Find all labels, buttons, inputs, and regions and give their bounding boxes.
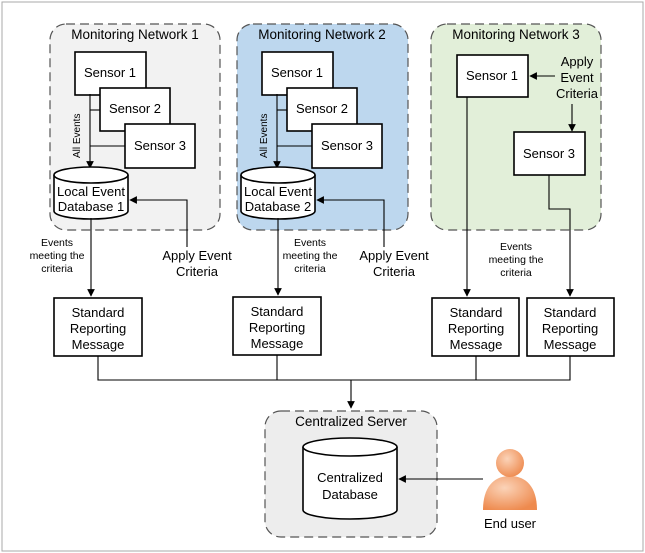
- n2-all-events-label: All Events: [259, 114, 270, 158]
- message-2-line-3: Message: [251, 336, 304, 351]
- apply-criteria-2-line-2: Criteria: [373, 264, 416, 279]
- events-meeting-1-line-2: meeting the: [30, 250, 85, 262]
- n1-sensor-2-label: Sensor 2: [109, 101, 161, 116]
- apply-criteria-2-line-1: Apply Event: [359, 248, 429, 263]
- message-4-line-3: Message: [544, 337, 597, 352]
- message-2-line-1: Standard: [251, 304, 304, 319]
- db-2-line-2: Database 2: [245, 199, 312, 214]
- n2-sensor-3-label: Sensor 3: [321, 138, 373, 153]
- message-1-line-1: Standard: [72, 305, 125, 320]
- message-3-line-3: Message: [450, 337, 503, 352]
- db-1-line-2: Database 1: [58, 199, 125, 214]
- message-2-line-2: Reporting: [249, 320, 305, 335]
- message-1-line-2: Reporting: [70, 321, 126, 336]
- reporting-message-2: [232, 296, 322, 356]
- n2-sensor-2-label: Sensor 2: [296, 101, 348, 116]
- n3-sensor-3: [513, 131, 586, 176]
- monitoring-network-1: Monitoring Network 1 Sensor 1 Sensor 2 S…: [49, 23, 221, 231]
- events-meeting-3-line-2: meeting the: [489, 254, 544, 266]
- db-2-line-1: Local Event: [244, 184, 312, 199]
- centralized-server: Centralized Server Centralized Database: [264, 410, 438, 538]
- events-meeting-3-line-1: Events: [500, 241, 532, 253]
- apply-criteria-1-line-1: Apply Event: [162, 248, 232, 263]
- n1-all-events-label: All Events: [72, 114, 83, 158]
- message-4-line-2: Reporting: [542, 321, 598, 336]
- reporting-message-1: [53, 297, 143, 357]
- end-user-label: End user: [484, 516, 537, 531]
- server-db-line-2: Database: [322, 487, 378, 502]
- network-2-title: Monitoring Network 2: [258, 27, 386, 42]
- n1-sensor-3-label: Sensor 3: [134, 138, 186, 153]
- message-3-line-1: Standard: [450, 305, 503, 320]
- aggregation-bus: [97, 356, 571, 381]
- db-1-line-1: Local Event: [57, 184, 125, 199]
- events-meeting-2-line-2: meeting the: [283, 250, 338, 262]
- events-meeting-2-line-3: criteria: [294, 263, 326, 275]
- monitoring-network-2: Monitoring Network 2 Sensor 1 Sensor 2 S…: [236, 23, 409, 231]
- network-1-title: Monitoring Network 1: [71, 27, 199, 42]
- n3-sensor-1-label: Sensor 1: [466, 68, 518, 83]
- events-meeting-2-line-1: Events: [294, 237, 326, 249]
- n1-sensor-1-label: Sensor 1: [84, 65, 136, 80]
- apply-criteria-1-line-2: Criteria: [176, 264, 219, 279]
- user-icon: [483, 449, 537, 510]
- n3-sensor-3-label: Sensor 3: [523, 146, 575, 161]
- network-3-title: Monitoring Network 3: [452, 27, 580, 42]
- message-1-line-3: Message: [72, 337, 125, 352]
- server-db-line-1: Centralized: [317, 470, 383, 485]
- message-4-line-1: Standard: [544, 305, 597, 320]
- n3-apply-line-2: Event: [560, 70, 594, 85]
- events-meeting-1-line-3: criteria: [41, 263, 73, 275]
- server-title: Centralized Server: [295, 414, 407, 429]
- events-meeting-1-line-1: Events: [41, 237, 73, 249]
- n2-sensor-1-label: Sensor 1: [271, 65, 323, 80]
- n1-sensor-3: [124, 123, 196, 169]
- apply-criteria-2-arrow: [316, 196, 385, 247]
- centralized-database: [302, 437, 398, 520]
- local-event-database-1: [53, 166, 129, 220]
- n3-apply-line-1: Apply: [561, 54, 594, 69]
- message-3-line-2: Reporting: [448, 321, 504, 336]
- events-meeting-3-line-3: criteria: [500, 267, 532, 279]
- reporting-message-3: [431, 297, 520, 357]
- local-event-database-2: [240, 166, 316, 220]
- n3-apply-line-3: Criteria: [556, 86, 599, 101]
- apply-criteria-1-arrow: [129, 196, 188, 247]
- reporting-message-4: [526, 297, 615, 357]
- n3-sensor-1: [456, 54, 529, 98]
- monitoring-network-3: Monitoring Network 3 Sensor 1 Sensor 3 A…: [430, 23, 602, 231]
- n3-sensor-3-to-message-arrow: [548, 175, 574, 297]
